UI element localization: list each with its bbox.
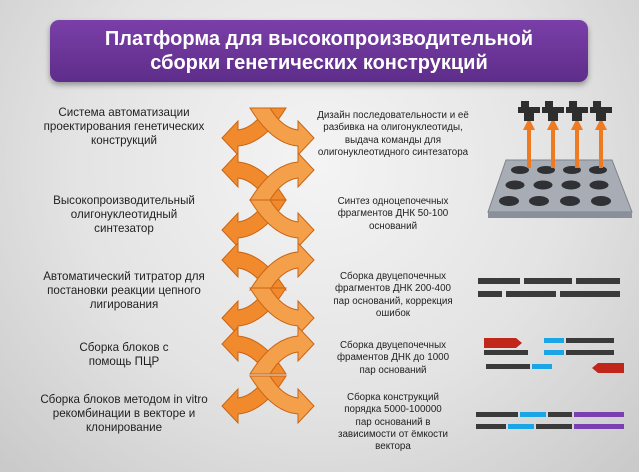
vector-recombination-construct-icon [476,412,624,429]
pcr-block-assembly-icon [484,338,624,373]
double-stranded-dna-fragments-icon [478,278,620,297]
title-line-2: сборки генетических конструкций [150,52,488,74]
title-line-1: Платформа для высокопроизводительной [104,28,534,50]
title-banner: Платформа для высокопроизводительной сбо… [50,20,588,82]
oligonucleotide-synthesis-plate-icon [487,101,633,218]
